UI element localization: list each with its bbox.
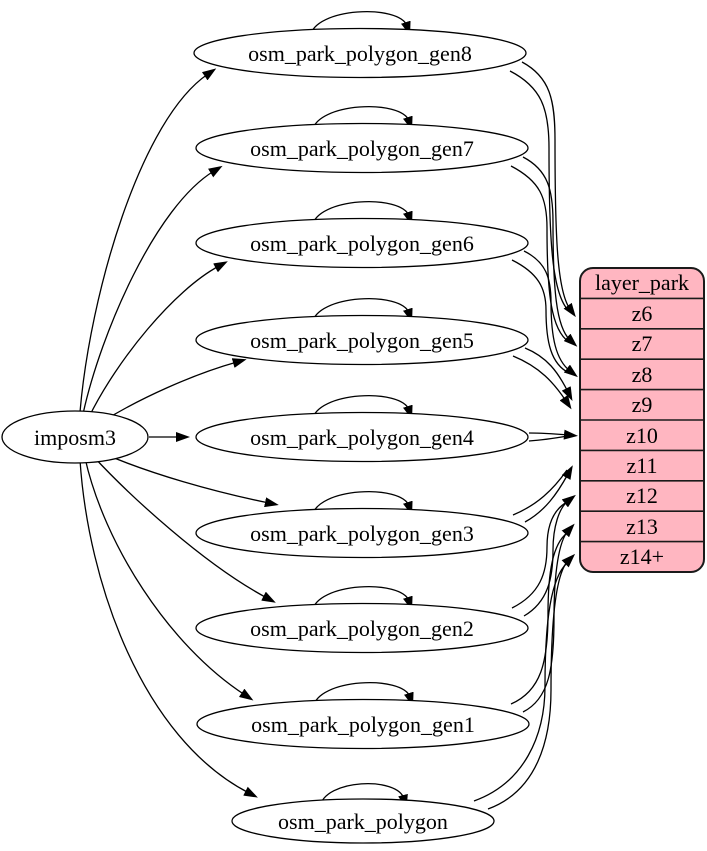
gen1-ellipse [196,698,530,750]
row-z10: z10 [626,423,658,448]
gen8-ellipse [193,27,527,79]
row-z7: z7 [632,331,653,356]
row-z13: z13 [626,514,658,539]
layer-park-title: layer_park [595,270,689,295]
self-loop-polygon [319,783,408,809]
edge-gen6-to-z8 [523,250,578,378]
edge-gen2-to-z12 [523,494,576,617]
imposm3-label: imposm3 [34,425,116,450]
edge-gen8-to-z6-2 [509,70,570,312]
edge-gen6-to-z8-2 [511,259,570,374]
self-loop-gen8 [309,11,411,38]
node-osm-park-polygon-gen2: osm_park_polygon_gen2 [195,602,529,654]
row-z11: z11 [627,453,658,478]
edge-gen7-to-z7 [522,156,578,347]
node-osm-park-polygon-gen8: osm_park_polygon_gen8 [193,27,527,79]
node-osm-park-polygon-gen7: osm_park_polygon_gen7 [195,122,529,174]
edge-imposm3-to-polygon [79,459,258,798]
row-z8: z8 [632,362,653,387]
polygon-ellipse [231,798,495,844]
gen3-label: osm_park_polygon_gen3 [250,521,474,546]
gen7-label: osm_park_polygon_gen7 [250,136,474,161]
node-osm-park-polygon-gen5: osm_park_polygon_gen5 [195,314,529,366]
table-to-layer-edges [473,61,578,810]
self-loop-gen7 [311,106,413,133]
edge-gen5-to-z9-2 [512,355,572,410]
gen6-label: osm_park_polygon_gen6 [250,231,474,256]
edge-gen2-to-z12-2 [511,501,568,609]
edge-gen7-to-z7-2 [510,165,570,343]
edge-imposm3-to-gen3 [99,451,279,508]
gen2-ellipse [195,602,529,654]
self-loop-gen2 [311,586,413,613]
edge-imposm3-to-gen7 [82,165,223,415]
node-osm-park-polygon-gen6: osm_park_polygon_gen6 [195,217,529,269]
edge-gen8-to-z6 [521,61,576,318]
row-z14: z14+ [620,544,664,569]
edge-imposm3-to-gen6 [88,261,228,418]
edge-polygon-to-z14-2 [473,562,568,802]
self-loop-gen4 [311,395,413,422]
self-loop-gen3 [311,491,413,518]
gen5-ellipse [195,314,529,366]
edge-gen5-to-z9 [524,347,573,401]
edge-gen4-to-z10-2 [528,435,569,442]
node-imposm3: imposm3 [1,410,149,464]
imposm3-edges [79,68,279,798]
row-z9: z9 [632,392,653,417]
layer-park-table: layer_park z6 z7 z8 z9 z10 z11 z12 z13 z… [579,267,705,573]
self-loop-edges [309,11,414,809]
row-z6: z6 [632,301,653,326]
edge-imposm3-to-gen1 [84,457,254,701]
imposm3-ellipse [1,410,149,464]
edge-gen1-to-z13-2 [510,532,568,705]
gen4-label: osm_park_polygon_gen4 [250,425,474,450]
node-osm-park-polygon-gen4: osm_park_polygon_gen4 [195,411,529,463]
edge-polygon-to-z14 [487,553,576,810]
gen2-label: osm_park_polygon_gen2 [250,616,474,641]
edge-imposm3-to-gen2 [92,455,276,603]
gen1-label: osm_park_polygon_gen1 [251,712,475,737]
gen4-ellipse [195,411,529,463]
edge-gen3-to-z11-2 [512,469,568,516]
self-loop-gen6 [311,201,413,228]
edge-imposm3-to-gen8 [79,68,217,413]
edge-imposm3-to-gen5 [99,358,247,424]
node-osm-park-polygon: osm_park_polygon [231,798,495,844]
row-z12: z12 [626,483,658,508]
polygon-label: osm_park_polygon [278,809,448,834]
gen6-ellipse [195,217,529,269]
gen5-label: osm_park_polygon_gen5 [250,328,474,353]
node-osm-park-polygon-gen3: osm_park_polygon_gen3 [195,507,529,559]
self-loop-gen1 [312,682,414,709]
self-loop-gen5 [311,298,413,325]
node-osm-park-polygon-gen1: osm_park_polygon_gen1 [196,698,530,750]
edge-gen3-to-z11 [524,465,573,523]
gen7-ellipse [195,122,529,174]
gen3-ellipse [195,507,529,559]
edge-gen4-to-z10 [528,429,578,440]
gen8-label: osm_park_polygon_gen8 [248,41,472,66]
